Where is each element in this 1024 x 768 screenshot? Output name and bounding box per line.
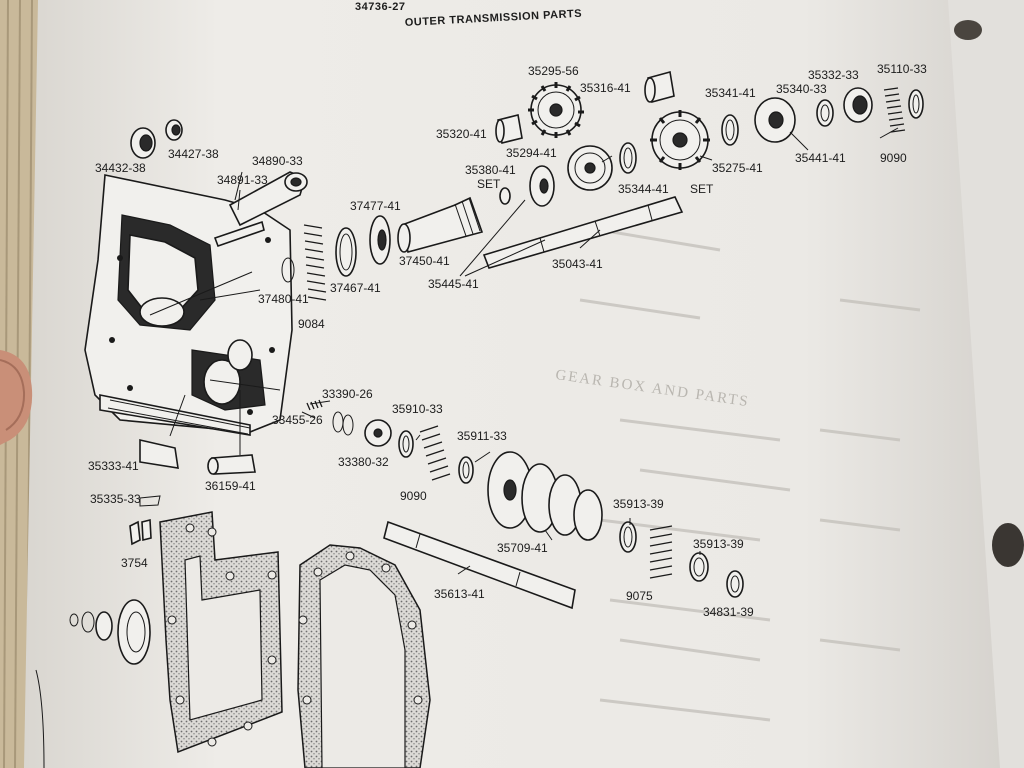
label-35110-33: 35110-33	[877, 62, 927, 76]
transmission-case-illustration	[84, 171, 308, 436]
label-34427-38: 34427-38	[168, 147, 219, 161]
label-37467-41: 37467-41	[330, 281, 381, 295]
header-code: 34736-27	[355, 1, 406, 13]
label-35445-41: 35445-41	[428, 277, 479, 291]
label-35275-41: 35275-41	[712, 161, 763, 175]
label-9084: 9084	[298, 317, 325, 331]
label-9090-mid: 9090	[400, 489, 427, 503]
label-35911-33: 35911-33	[457, 429, 507, 443]
label-37477-41: 37477-41	[350, 199, 401, 213]
label-set-1: SET	[477, 177, 501, 191]
label-35910-33: 35910-33	[392, 402, 443, 416]
label-35341-41: 35341-41	[705, 86, 756, 100]
label-34831-39: 34831-39	[703, 605, 754, 619]
label-35344-41: 35344-41	[618, 182, 669, 196]
label-34432-38: 34432-38	[95, 161, 146, 175]
label-35340-33: 35340-33	[776, 82, 827, 96]
label-36159-41: 36159-41	[205, 479, 256, 493]
label-35043-41: 35043-41	[552, 257, 603, 271]
label-9090-top: 9090	[880, 151, 907, 165]
label-35913-39-b: 35913-39	[693, 537, 744, 551]
label-35913-39-a: 35913-39	[613, 497, 664, 511]
part-labels: 35295-56 35316-41 35341-41 35340-33 3533…	[88, 62, 927, 619]
top-row-parts	[130, 70, 924, 301]
leader-lines	[149, 127, 899, 575]
label-33380-32: 33380-32	[338, 455, 389, 469]
label-35294-41: 35294-41	[506, 146, 557, 160]
label-35380-41: 35380-41	[465, 163, 516, 177]
label-35441-41: 35441-41	[795, 151, 846, 165]
label-35332-33: 35332-33	[808, 68, 859, 82]
label-35335-33: 35335-33	[90, 492, 141, 506]
label-3754: 3754	[121, 556, 148, 570]
label-35333-41: 35333-41	[88, 459, 139, 473]
label-34891-33: 34891-33	[217, 173, 268, 187]
label-33390-26: 33390-26	[322, 387, 373, 401]
label-37480-41: 37480-41	[258, 292, 309, 306]
label-9075: 9075	[626, 589, 653, 603]
label-35709-41: 35709-41	[497, 541, 548, 555]
label-34890-33: 34890-33	[252, 154, 303, 168]
label-33455-26: 33455-26	[272, 413, 323, 427]
label-35613-41: 35613-41	[434, 587, 485, 601]
gaskets	[159, 511, 431, 768]
label-35295-56: 35295-56	[528, 64, 579, 78]
label-35320-41: 35320-41	[436, 127, 487, 141]
label-37450-41: 37450-41	[399, 254, 450, 268]
countershaft-parts	[69, 399, 744, 665]
label-35316-41: 35316-41	[580, 81, 631, 95]
thumb	[0, 350, 33, 445]
label-set-2: SET	[690, 182, 714, 196]
